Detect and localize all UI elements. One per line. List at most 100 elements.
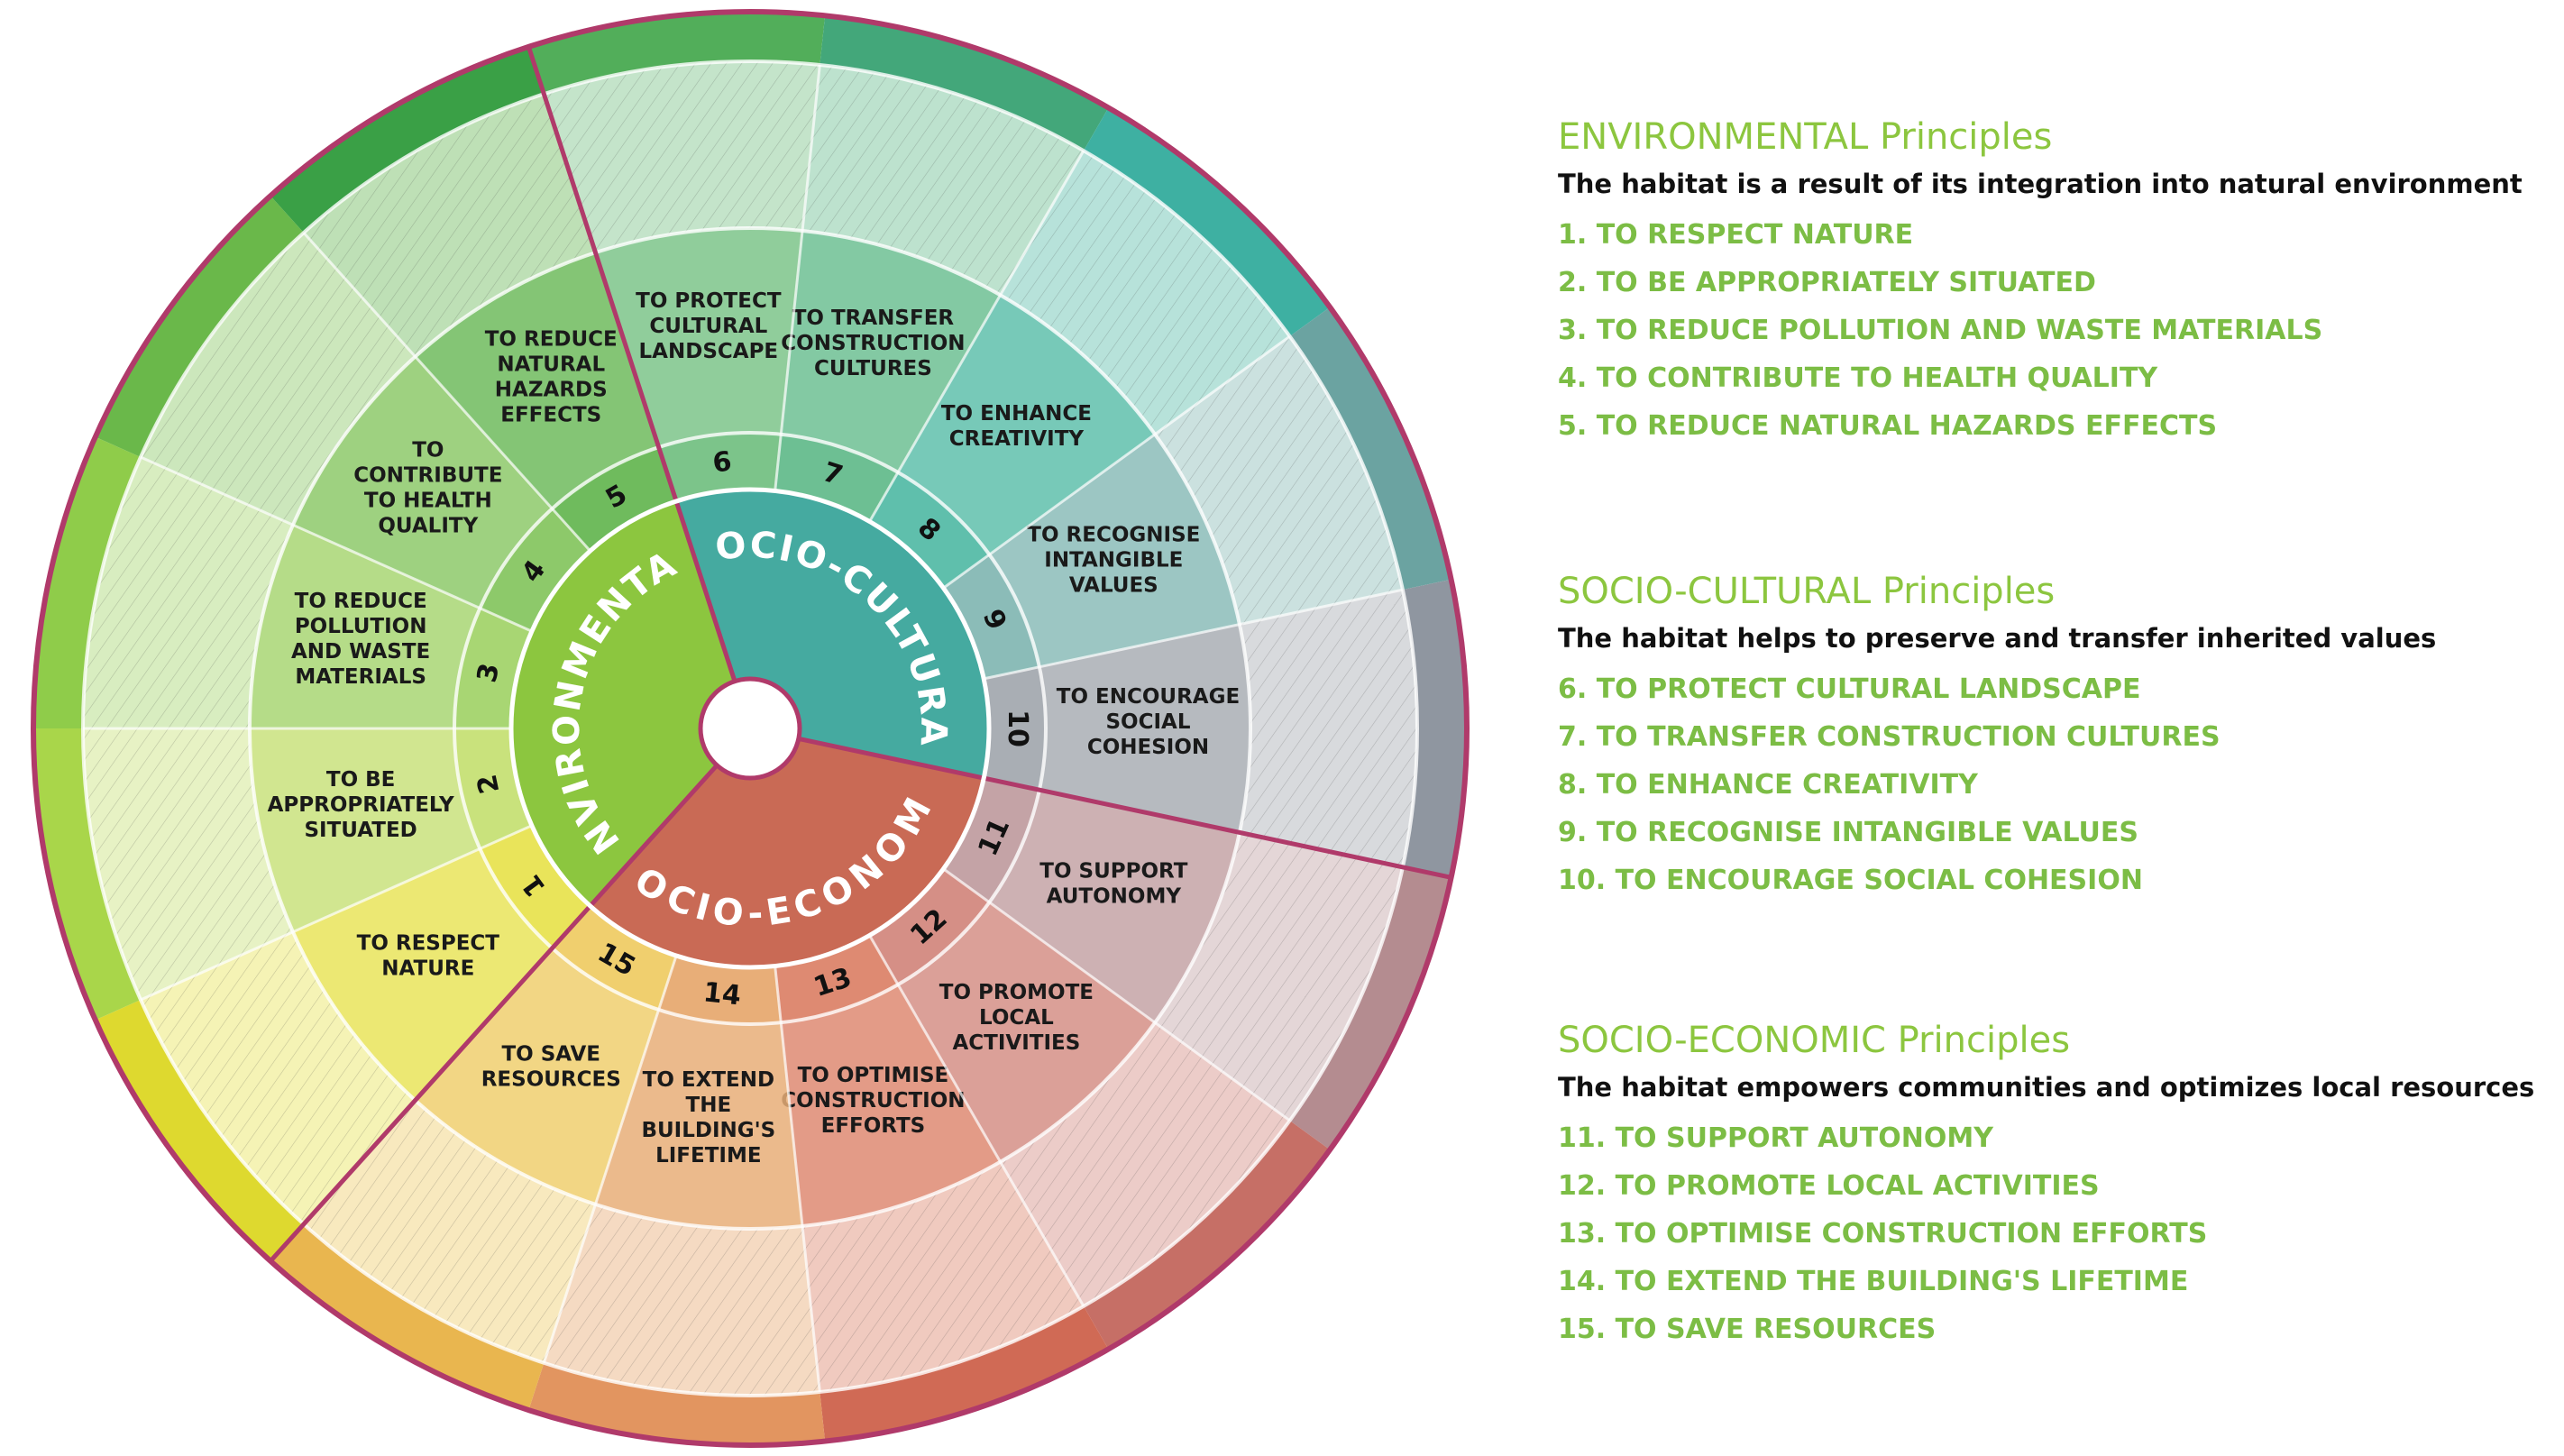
rim-segment-13 [820, 1305, 1109, 1442]
legend-item: 4. TO CONTRIBUTE TO HEALTH QUALITY [1558, 362, 2158, 394]
principle-number-10: 10 [1002, 710, 1033, 747]
label-segment-14 [595, 1009, 803, 1229]
segment-divider [302, 232, 591, 553]
core-sector-socio-economic [590, 738, 984, 967]
rim-segment-15 [270, 1223, 545, 1411]
number-segment-14 [658, 956, 782, 1024]
sketch-illustration-4 [140, 233, 416, 526]
number-segment-1 [480, 825, 591, 948]
sector-boundary [526, 46, 737, 682]
sketch-illustration-11 [1155, 832, 1403, 1121]
number-segment-7 [774, 434, 898, 522]
sector-boundary [798, 736, 1452, 880]
legend-title-socio-economic: SOCIO-ECONOMIC Principles [1558, 1020, 2071, 1061]
sketch-illustration-7 [802, 65, 1084, 296]
principle-number-14: 14 [701, 976, 742, 1012]
sketch-illustration-15 [303, 1100, 596, 1363]
legend-section-environmental: ENVIRONMENTAL Principles The habitat is … [1558, 115, 2523, 450]
legend-item: 3. TO REDUCE POLLUTION AND WASTE MATERIA… [1558, 315, 2323, 346]
segment-divider [774, 966, 821, 1393]
sketch-illustration-2 [83, 728, 293, 1000]
core-sector-socio-cultural [676, 490, 989, 779]
rim-segment-7 [820, 15, 1109, 151]
legend-item: 6. TO PROTECT CULTURAL LANDSCAPE [1558, 673, 2141, 705]
segment-divider [140, 824, 533, 1002]
rim-segment-1 [95, 999, 304, 1261]
legend-item: 5. TO REDUCE NATURAL HAZARDS EFFECTS [1558, 410, 2218, 442]
sketch-illustration-10 [1239, 590, 1418, 867]
rim-segment-9 [1289, 307, 1451, 591]
legend-item: 12. TO PROMOTE LOCAL ACTIVITIES [1558, 1170, 2100, 1202]
segment-divider [868, 934, 1085, 1307]
number-segment-8 [869, 472, 990, 589]
sketch-illustration-8 [1000, 151, 1290, 435]
number-segment-5 [552, 447, 677, 552]
sketch-illustration-12 [1000, 1022, 1290, 1306]
legend-item: 10. TO ENCOURAGE SOCIAL COHESION [1558, 865, 2143, 896]
rim-segment-12 [1084, 1120, 1331, 1350]
principle-number-6: 6 [711, 446, 733, 480]
label-segment-3 [250, 525, 481, 728]
number-segment-12 [869, 868, 990, 985]
legend-item: 8. TO ENHANCE CREATIVITY [1558, 769, 1978, 801]
number-segment-13 [774, 935, 898, 1023]
number-segment-4 [480, 508, 591, 632]
segment-divider [868, 150, 1085, 523]
legend-item: 7. TO TRANSFER CONSTRUCTION CULTURES [1558, 721, 2221, 753]
outer-border [31, 9, 1470, 1448]
number-segment-11 [943, 778, 1039, 902]
rim-segment-8 [1084, 107, 1331, 337]
label-segment-7 [781, 231, 1001, 472]
sketch-illustration-3 [83, 457, 293, 728]
rim-segment-6 [528, 11, 826, 95]
label-segment-9 [989, 434, 1240, 667]
sketch-illustration-5 [303, 94, 596, 357]
sketch-illustration-14 [544, 1204, 820, 1396]
legend-title-environmental: ENVIRONMENTAL Principles [1558, 116, 2053, 158]
segment-divider [942, 867, 1291, 1122]
label-segment-15 [415, 948, 659, 1204]
rim-segment-10 [1402, 579, 1467, 878]
legend-subtitle-socio-economic: The habitat empowers communities and opt… [1558, 1072, 2535, 1103]
label-segment-13 [781, 984, 1001, 1226]
principles-legend: ENVIRONMENTAL Principles The habitat is … [1558, 0, 2559, 1456]
legend-subtitle-socio-cultural: The habitat helps to preserve and transf… [1558, 623, 2437, 654]
legend-item: 14. TO EXTEND THE BUILDING'S LIFETIME [1558, 1266, 2189, 1297]
rim-segment-11 [1289, 866, 1451, 1150]
label-segment-12 [898, 902, 1156, 1162]
sketch-illustration-9 [1155, 336, 1403, 625]
label-segment-2 [250, 728, 481, 932]
label-segment-6 [595, 228, 803, 448]
rim-segment-3 [33, 436, 141, 728]
segment-divider [542, 955, 678, 1364]
segment-divider [983, 588, 1404, 681]
center-hole [698, 676, 802, 781]
sector-boundary [269, 764, 719, 1263]
rim-segment-14 [528, 1362, 826, 1446]
number-segment-15 [552, 905, 677, 1010]
legend-item: 9. TO RECOGNISE INTANGIBLE VALUES [1558, 817, 2139, 848]
segment-divider [140, 455, 533, 633]
legend-item: 13. TO OPTIMISE CONSTRUCTION EFFORTS [1558, 1218, 2208, 1250]
number-segment-10 [984, 666, 1046, 791]
number-segment-6 [658, 433, 782, 501]
rim-segment-4 [95, 196, 304, 458]
rim-segment-2 [33, 728, 141, 1021]
legend-item: 11. TO SUPPORT AUTONOMY [1558, 1122, 1993, 1154]
legend-item: 15. TO SAVE RESOURCES [1558, 1314, 1937, 1345]
label-segment-5 [415, 252, 659, 509]
legend-item: 1. TO RESPECT NATURE [1558, 219, 1914, 251]
legend-title-socio-cultural: SOCIO-CULTURAL Principles [1558, 571, 2056, 612]
